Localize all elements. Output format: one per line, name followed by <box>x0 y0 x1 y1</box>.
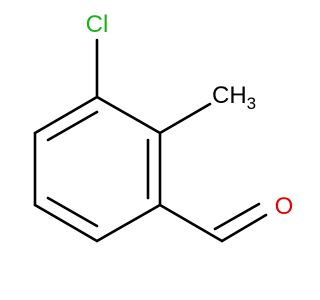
ring-inner-double-bond-c4-c5 <box>46 196 99 228</box>
bond-c3-aldehyde-carbon <box>158 203 224 243</box>
methyl-main-text: CH <box>212 82 247 109</box>
ring-bond-c1-c2 <box>95 95 162 135</box>
atom-label-chlorine: Cl <box>86 11 109 38</box>
structure-canvas: Cl CH3 O <box>33 11 294 243</box>
ring-bond-c6-c1 <box>33 95 99 135</box>
molecule-structure: Cl CH3 O <box>33 11 294 243</box>
bond-c2-methyl <box>158 102 212 135</box>
benzene-ring <box>33 95 162 243</box>
ring-inner-double-bond-c1-c6 <box>46 110 99 142</box>
bond-aldehyde-co-1 <box>220 213 268 243</box>
ring-bond-c4-c5 <box>33 203 99 243</box>
methyl-subscript-text: 3 <box>247 94 256 113</box>
ring-bond-c3-c4 <box>95 203 162 243</box>
atom-label-oxygen: O <box>275 193 294 220</box>
atom-label-methyl: CH3 <box>212 82 256 113</box>
bond-aldehyde-co-2 <box>213 202 261 231</box>
